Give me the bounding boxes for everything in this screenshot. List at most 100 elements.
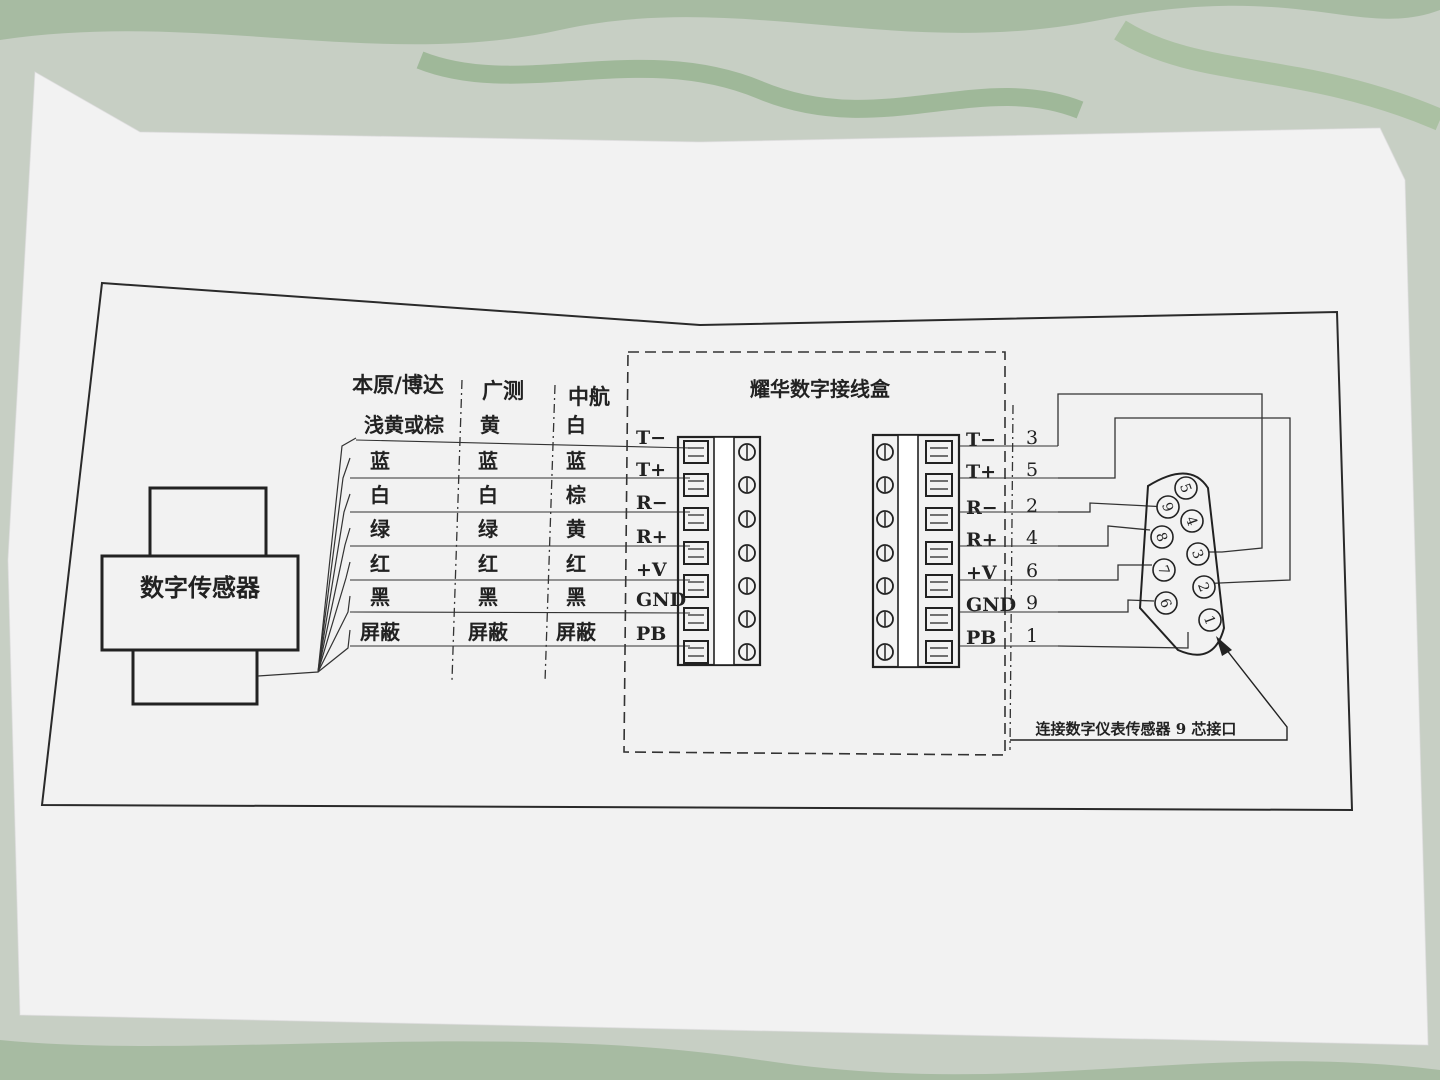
terminal-clamp	[925, 473, 953, 497]
wire-color-cell: 白	[566, 413, 586, 437]
terminal-block-right	[871, 433, 961, 669]
wire-color-cell: 红	[566, 552, 586, 576]
terminal-screw	[876, 443, 894, 461]
output-signal-label: R+	[966, 529, 998, 551]
wire-color-cell: 白	[478, 483, 498, 507]
junction-box: 耀华数字接线盒	[623, 351, 1006, 756]
brand-header-zhonghang: 中航	[568, 384, 610, 409]
terminal-clamp	[683, 607, 709, 631]
input-signal-label: R+	[636, 526, 668, 548]
input-signal-label: +V	[636, 559, 668, 581]
wire-color-cell: 绿	[370, 517, 391, 541]
output-pin-number: 4	[1026, 527, 1038, 549]
wire-color-cell: 蓝	[566, 449, 586, 473]
wire-color-cell: 棕	[566, 483, 586, 507]
output-pin-number: 5	[1026, 459, 1038, 481]
wire-color-cell: 屏蔽	[468, 620, 509, 644]
db9-pin	[1192, 575, 1216, 599]
terminal-screw	[876, 610, 894, 628]
sensor-block: 数字传感器	[100, 486, 300, 706]
input-signal-label: T−	[636, 427, 666, 449]
terminal-screw	[738, 510, 756, 528]
output-signal-label: T+	[966, 461, 996, 483]
input-signal-label: T+	[636, 459, 666, 481]
input-signal-labels: T− T+ R− R+ +V GND PB	[636, 427, 686, 645]
input-signal-label: GND	[636, 589, 686, 611]
output-pin-number: 9	[1026, 592, 1038, 614]
db9-pin	[1150, 525, 1174, 549]
terminal-screw	[876, 544, 894, 562]
output-signal-label: R−	[966, 497, 998, 519]
terminal-screw	[738, 577, 756, 595]
terminal-clamp	[925, 640, 953, 664]
terminal-block-left	[676, 435, 762, 667]
db9-pin	[1174, 476, 1198, 500]
terminal-clamp	[925, 574, 953, 598]
output-signal-label: +V	[966, 562, 998, 584]
diagram-frame	[40, 281, 1354, 812]
db9-pin	[1156, 495, 1180, 519]
connector-caption: 连接数字仪表传感器 9 芯接口	[1036, 720, 1237, 738]
output-pin-number: 6	[1026, 560, 1038, 582]
wire-color-cell: 白	[370, 483, 390, 507]
output-pin-number: 2	[1026, 495, 1038, 517]
db9-pin	[1186, 542, 1210, 566]
output-pin-number: 3	[1026, 427, 1038, 449]
terminal-clamp	[683, 574, 709, 598]
db9-pin	[1198, 608, 1222, 632]
row-wires	[349, 439, 691, 647]
brand-headers: 本原/博达 广测 中航	[352, 372, 610, 409]
wire-color-cell: 黑	[370, 585, 390, 609]
input-signal-label: PB	[636, 623, 666, 645]
output-signal-label: T−	[966, 429, 996, 451]
terminal-clamp	[683, 473, 709, 497]
output-leads	[960, 404, 1058, 751]
terminal-clamp	[925, 607, 953, 631]
sensor-cable	[257, 437, 357, 677]
wire-color-cell: 浅黄或棕	[364, 413, 444, 437]
terminal-clamp	[683, 440, 709, 464]
terminal-clamp	[683, 640, 709, 664]
terminal-screw	[738, 643, 756, 661]
wire-color-cell: 绿	[478, 517, 499, 541]
wire-color-cell: 黑	[478, 585, 498, 609]
wire-color-cell: 黄	[480, 413, 500, 437]
output-signal-label: GND	[966, 594, 1016, 616]
terminal-clamp	[925, 507, 953, 531]
wire-color-cell: 黄	[566, 517, 586, 541]
wire-color-cell: 蓝	[478, 449, 498, 473]
output-pin-number: 1	[1026, 625, 1038, 647]
terminal-screw	[738, 476, 756, 494]
column-dividers	[451, 379, 556, 683]
terminal-screw	[876, 510, 894, 528]
terminal-screw	[876, 476, 894, 494]
terminal-clamp	[683, 541, 709, 565]
connector-caption-group: 连接数字仪表传感器 9 芯接口	[1010, 636, 1288, 741]
input-signal-label: R−	[636, 492, 668, 514]
terminal-screw	[738, 544, 756, 562]
terminal-screw	[738, 610, 756, 628]
wire-color-cell: 屏蔽	[556, 620, 597, 644]
brand-header-guangce: 广测	[482, 378, 524, 403]
sensor-label: 数字传感器	[140, 573, 261, 602]
terminal-clamp	[683, 507, 709, 531]
terminal-screw	[876, 643, 894, 661]
wire-color-cell: 蓝	[370, 449, 390, 473]
junction-box-title: 耀华数字接线盒	[750, 377, 891, 401]
terminal-clamp	[925, 440, 953, 464]
wire-color-cell: 屏蔽	[360, 620, 401, 644]
db9-pin	[1180, 509, 1204, 533]
terminal-screw	[876, 577, 894, 595]
wire-color-cell: 黑	[566, 585, 586, 609]
db9-pin	[1152, 558, 1176, 582]
terminal-clamp	[925, 541, 953, 565]
db9-pin	[1154, 591, 1178, 615]
brand-header-benyuan: 本原/博达	[352, 372, 444, 397]
terminal-screw	[738, 443, 756, 461]
output-signal-label: PB	[966, 627, 996, 649]
wire-color-cell: 红	[370, 552, 390, 576]
wire-color-cell: 红	[478, 552, 498, 576]
